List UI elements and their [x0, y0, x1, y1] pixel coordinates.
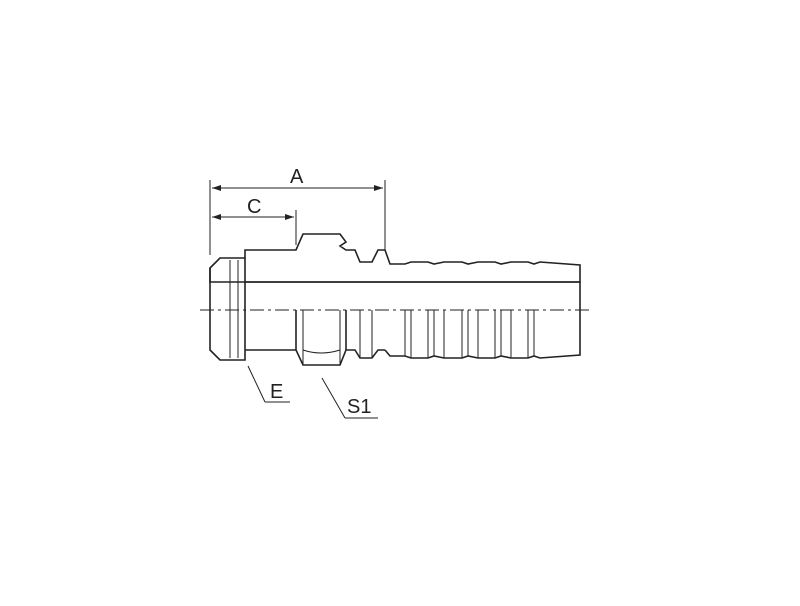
dimension-c: C	[212, 196, 297, 245]
dimension-a-label: A	[290, 166, 304, 188]
dimension-c-label: C	[247, 196, 261, 218]
section-upper-half	[209, 233, 581, 283]
leader-s1-label: S1	[347, 396, 371, 418]
leader-s1: S1	[321, 377, 378, 419]
body-lower-half	[209, 258, 581, 366]
leader-e: E	[247, 365, 290, 403]
dimension-a: A	[209, 166, 386, 255]
leader-e-label: E	[270, 381, 283, 403]
